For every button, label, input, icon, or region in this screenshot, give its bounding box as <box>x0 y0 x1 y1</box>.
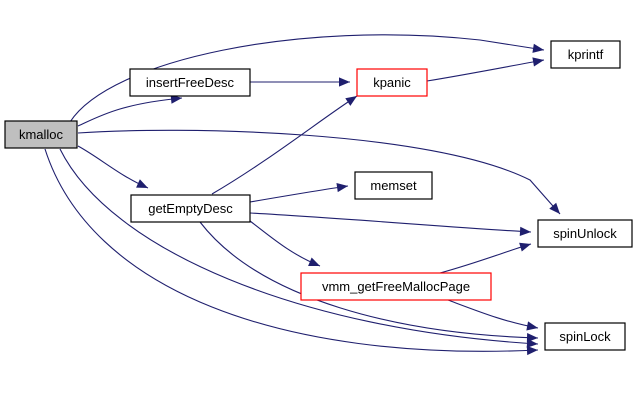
edge-kmalloc-to-insertFreeDesc <box>77 94 183 127</box>
edge-vmm_getFreeMallocPage-to-spinUnlock <box>439 242 532 274</box>
arrow-head <box>532 43 544 53</box>
edge-getEmptyDesc-to-kpanic <box>211 95 358 195</box>
edge-getEmptyDesc-to-spinUnlock <box>249 212 532 236</box>
node-box-spinLock[interactable] <box>544 322 626 351</box>
graph-node-vmm_getFreeMallocPage[interactable]: vmm_getFreeMallocPage <box>300 272 492 301</box>
node-box-kmalloc[interactable] <box>4 120 78 149</box>
arrow-head <box>136 179 148 188</box>
graph-node-kprintf[interactable]: kprintf <box>550 40 621 69</box>
arrow-head <box>526 338 538 348</box>
graph-node-kmalloc[interactable]: kmalloc <box>4 120 78 149</box>
edge-kmalloc-to-spinLock <box>44 148 539 356</box>
arrow-head <box>549 202 560 214</box>
arrow-head <box>519 226 531 236</box>
node-label-spinLock: spinLock <box>559 329 611 344</box>
node-box-memset[interactable] <box>354 171 433 200</box>
arrow-head <box>519 242 531 252</box>
node-box-vmm_getFreeMallocPage[interactable] <box>300 272 492 301</box>
edge-getEmptyDesc-to-memset <box>249 183 349 203</box>
arrow-head <box>526 345 538 356</box>
node-label-getEmptyDesc: getEmptyDesc <box>148 201 233 216</box>
arrow-head <box>532 57 544 67</box>
arrow-head <box>345 96 357 106</box>
graph-node-spinLock[interactable]: spinLock <box>544 322 626 351</box>
arrow-head <box>308 257 320 266</box>
edge-kpanic-to-kprintf <box>426 57 545 82</box>
edge-kmalloc-to-spinLock <box>59 148 539 348</box>
arrow-head <box>526 321 538 331</box>
graph-node-spinUnlock[interactable]: spinUnlock <box>537 219 633 248</box>
graph-node-getEmptyDesc[interactable]: getEmptyDesc <box>130 194 251 223</box>
node-box-spinUnlock[interactable] <box>537 219 633 248</box>
edge-kmalloc-to-spinUnlock <box>77 129 561 215</box>
node-box-getEmptyDesc[interactable] <box>130 194 251 223</box>
edge-kmalloc-to-kprintf <box>69 34 545 123</box>
node-box-insertFreeDesc[interactable] <box>129 68 251 97</box>
node-label-kpanic: kpanic <box>373 75 411 90</box>
graph-node-memset[interactable]: memset <box>354 171 433 200</box>
node-label-vmm_getFreeMallocPage: vmm_getFreeMallocPage <box>322 279 470 294</box>
edge-getEmptyDesc-to-vmm_getFreeMallocPage <box>249 220 321 267</box>
edge-vmm_getFreeMallocPage-to-spinLock <box>447 299 539 331</box>
edge-insertFreeDesc-to-kpanic <box>250 77 350 87</box>
edges-layer <box>44 34 561 356</box>
nodes-layer: kmalloc insertFreeDesc kpanic kprintf getEmp… <box>4 40 633 351</box>
arrow-head <box>336 183 348 193</box>
node-box-kprintf[interactable] <box>550 40 621 69</box>
arrow-head <box>170 94 182 104</box>
node-label-kmalloc: kmalloc <box>19 127 64 142</box>
node-label-spinUnlock: spinUnlock <box>553 226 617 241</box>
node-box-kpanic[interactable] <box>356 68 428 97</box>
node-label-kprintf: kprintf <box>568 47 604 62</box>
arrow-head <box>339 77 350 87</box>
node-label-insertFreeDesc: insertFreeDesc <box>146 75 235 90</box>
graph-node-kpanic[interactable]: kpanic <box>356 68 428 97</box>
graph-node-insertFreeDesc[interactable]: insertFreeDesc <box>129 68 251 97</box>
edge-kmalloc-to-getEmptyDesc <box>77 145 149 189</box>
node-label-memset: memset <box>370 178 417 193</box>
